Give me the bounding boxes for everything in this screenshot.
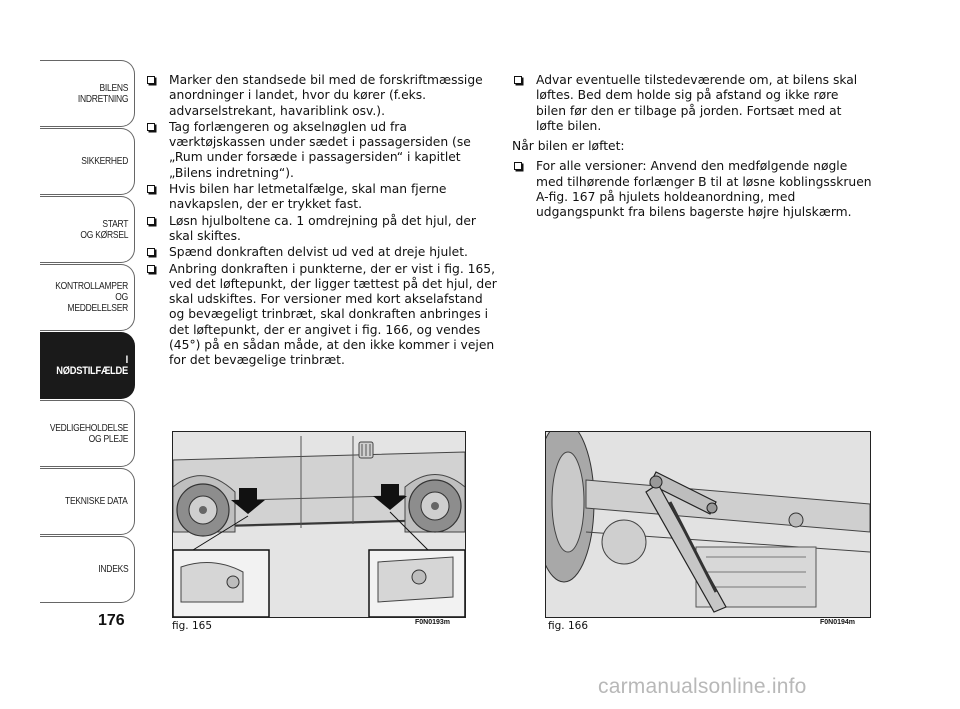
page-number: 176 (98, 612, 125, 629)
tab-kontrollamper[interactable]: KONTROLLAMPER OG MEDDELELSER (40, 264, 135, 331)
list-item-text: Tag forlængeren og akselnøglen ud fra væ… (169, 119, 471, 180)
paragraph: Når bilen er løftet: (512, 139, 625, 154)
tab-label: INDEKS (97, 564, 128, 575)
figure-caption: fig. 166 (548, 620, 588, 632)
list-item-text: Hvis bilen har letmetalfælge, skal man f… (169, 182, 447, 212)
tab-label: VEDLIGEHOLDELSE OG PLEJE (49, 422, 129, 445)
tab-bilens-indretning[interactable]: BILENS INDRETNING (40, 60, 135, 127)
watermark: carmanualsonline.info (598, 675, 807, 698)
tab-i-nodstilfaelde[interactable]: I NØDSTILFÆLDE (40, 332, 135, 399)
tab-label: SIKKERHED (81, 156, 128, 167)
list-item: Marker den standsede bil med de forskrif… (145, 73, 500, 119)
checkbox-bullet-icon (147, 122, 155, 131)
list-item: Advar eventuelle tilstedeværende om, at … (512, 73, 872, 134)
checkbox-bullet-icon (147, 248, 155, 257)
list-item-text: Marker den standsede bil med de forskrif… (169, 73, 483, 118)
list-item-text: Løsn hjulboltene ca. 1 omdrejning på det… (169, 213, 476, 243)
list-item: Hvis bilen har letmetalfælge, skal man f… (145, 182, 500, 213)
tab-label: START OG KØRSEL (80, 218, 128, 241)
jack-underbody-illustration (546, 432, 870, 617)
tab-label: BILENS INDRETNING (77, 82, 129, 105)
list-item-text: Advar eventuelle tilstedeværende om, at … (536, 73, 858, 133)
checkbox-bullet-icon (147, 216, 155, 225)
checkbox-bullet-icon (147, 264, 155, 273)
list-item: For alle versioner: Anvend den medfølgen… (512, 159, 872, 220)
list-item-text: For alle versioner: Anvend den medfølgen… (536, 159, 872, 220)
figure-caption: fig. 165 (172, 620, 212, 632)
tab-indeks[interactable]: INDEKS (40, 536, 135, 603)
figure-code: F0N0193m (415, 619, 451, 626)
tab-label: I NØDSTILFÆLDE (56, 353, 128, 377)
right-column: Advar eventuelle tilstedeværende om, at … (512, 73, 872, 222)
tab-label: TEKNISKE DATA (65, 496, 128, 507)
list-item: Løsn hjulboltene ca. 1 omdrejning på det… (145, 214, 500, 245)
van-side-illustration (173, 432, 465, 617)
checkbox-bullet-icon (514, 162, 522, 171)
figure-165-jack-points (172, 431, 466, 618)
tab-start-og-korsel[interactable]: START OG KØRSEL (40, 196, 135, 263)
figure-code: F0N0194m (820, 619, 856, 626)
list-item: Tag forlængeren og akselnøglen ud fra væ… (145, 120, 500, 181)
tab-sikkerhed[interactable]: SIKKERHED (40, 128, 135, 195)
tab-label: KONTROLLAMPER OG MEDDELELSER (55, 281, 128, 314)
left-column: Marker den standsede bil med de forskrif… (145, 73, 500, 370)
list-item-text: Anbring donkraften i punkterne, der er v… (169, 261, 497, 368)
checkbox-bullet-icon (147, 185, 155, 194)
checkbox-bullet-icon (514, 76, 522, 84)
tab-vedligeholdelse[interactable]: VEDLIGEHOLDELSE OG PLEJE (40, 400, 135, 467)
list-item: Anbring donkraften i punkterne, der er v… (145, 262, 500, 369)
list-item-text: Spænd donkraften delvist ud ved at dreje… (169, 245, 468, 260)
figure-166-jack-placement (545, 431, 871, 618)
tab-tekniske-data[interactable]: TEKNISKE DATA (40, 468, 135, 535)
checkbox-bullet-icon (147, 76, 155, 84)
list-item: Spænd donkraften delvist ud ved at dreje… (145, 245, 500, 260)
